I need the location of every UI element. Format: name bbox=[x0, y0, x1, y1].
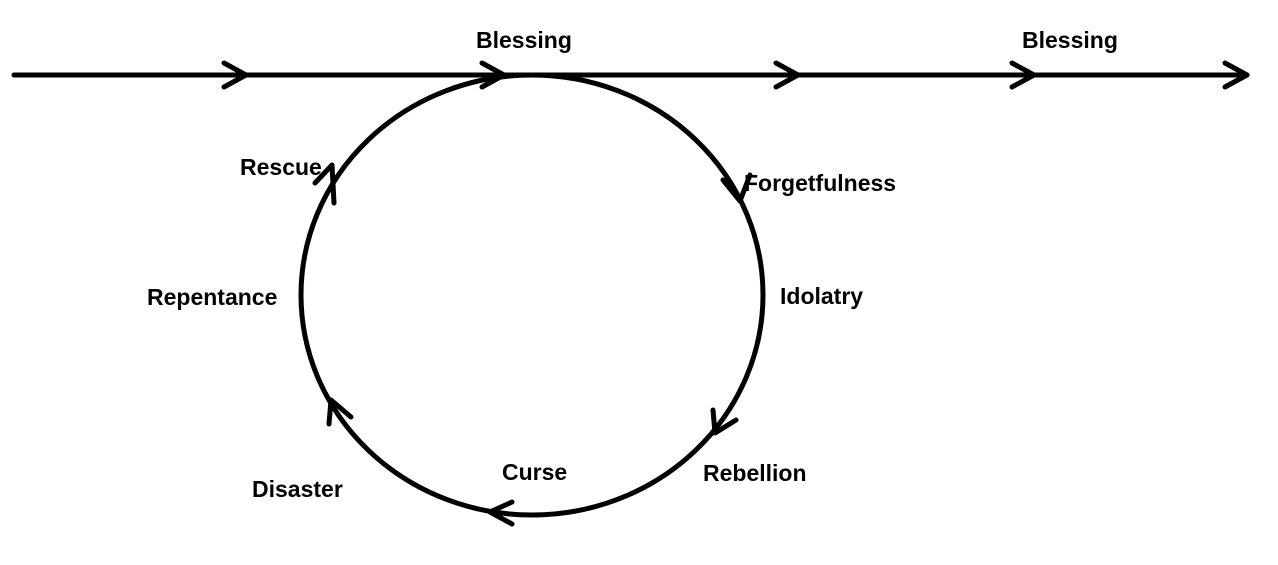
timeline-arrow-4 bbox=[1009, 60, 1037, 90]
label-curse: Curse bbox=[502, 459, 567, 485]
label-rebellion: Rebellion bbox=[703, 460, 807, 486]
label-blessing-second: Blessing bbox=[1022, 27, 1118, 53]
label-blessing-first: Blessing bbox=[476, 27, 572, 53]
cycle-arrow-curse bbox=[487, 499, 515, 527]
label-rescue: Rescue bbox=[240, 154, 322, 180]
label-idolatry: Idolatry bbox=[780, 283, 863, 309]
cycle-arrow-rescue bbox=[312, 162, 337, 206]
timeline-arrow-end bbox=[1222, 60, 1250, 90]
label-repentance: Repentance bbox=[147, 284, 277, 310]
label-forgetfulness: Forgetfulness bbox=[744, 170, 896, 196]
timeline-arrow-3 bbox=[773, 60, 801, 90]
cycle-arrow-forgetfulness bbox=[720, 172, 753, 204]
cycle-arrow-disaster bbox=[326, 397, 354, 427]
timeline-arrow-1 bbox=[221, 60, 249, 90]
cycle-arrow-rebellion bbox=[710, 407, 739, 436]
label-disaster: Disaster bbox=[252, 476, 343, 502]
cycle-ring bbox=[298, 72, 766, 518]
